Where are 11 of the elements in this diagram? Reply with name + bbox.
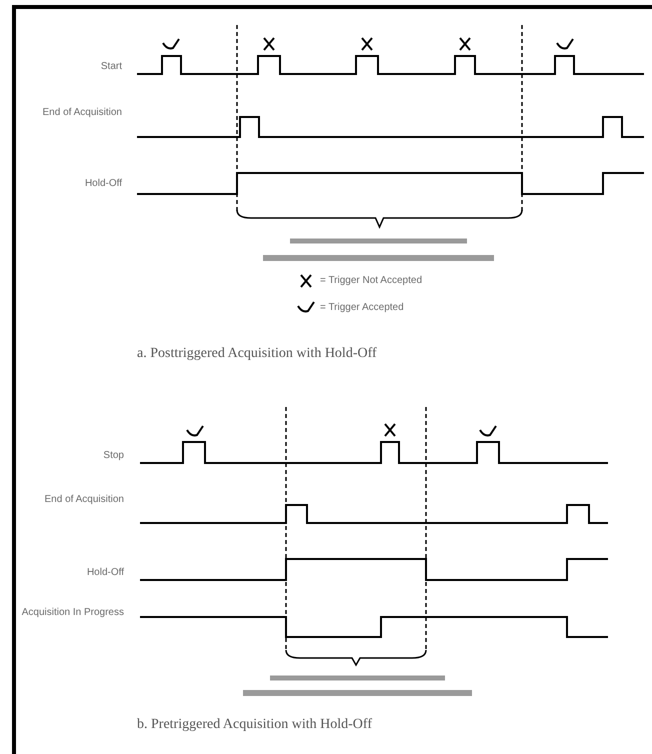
figure-caption: a. Posttriggered Acquisition with Hold-Off (137, 348, 377, 360)
signal-name: Stop (102, 450, 124, 462)
signal-name: Hold-Off (86, 567, 124, 579)
signal-name: End of Acquisition (42, 107, 122, 119)
signal-name: Hold-Off (84, 178, 122, 190)
legend-text: = Trigger Not Accepted (320, 275, 422, 287)
figure-caption: b. Pretriggered Acquisition with Hold-Off (137, 719, 372, 731)
signal-name: End of Acquisition (44, 494, 124, 506)
signal-name: Start (100, 61, 122, 73)
legend-text: = Trigger Accepted (320, 302, 404, 314)
signal-name: Acquisition In Progress (20, 607, 124, 619)
